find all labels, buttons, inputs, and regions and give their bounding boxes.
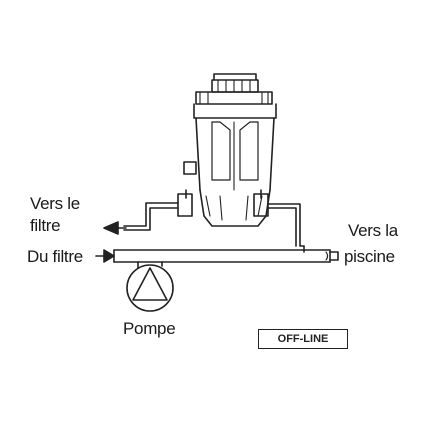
pipe-to-filter-inner — [123, 207, 179, 231]
mode-badge: OFF-LINE — [258, 329, 348, 349]
label-from-filter: Du filtre — [27, 247, 83, 266]
label-to-pool-line1: Vers la — [348, 221, 398, 240]
label-to-pool-line2: piscine — [344, 247, 395, 266]
label-pump: Pompe — [123, 319, 176, 338]
label-to-filter-line1: Vers le — [30, 194, 80, 213]
pipe-to-pool-upper — [267, 203, 305, 247]
arrow-left-icon — [103, 221, 119, 235]
arrow-right-icon — [103, 249, 115, 263]
label-to-filter-line2: filtre — [30, 216, 61, 235]
pipe-to-filter — [123, 202, 179, 227]
main-pipe — [113, 249, 331, 263]
chlorinator-icon — [177, 73, 277, 227]
pump-icon — [126, 261, 174, 312]
